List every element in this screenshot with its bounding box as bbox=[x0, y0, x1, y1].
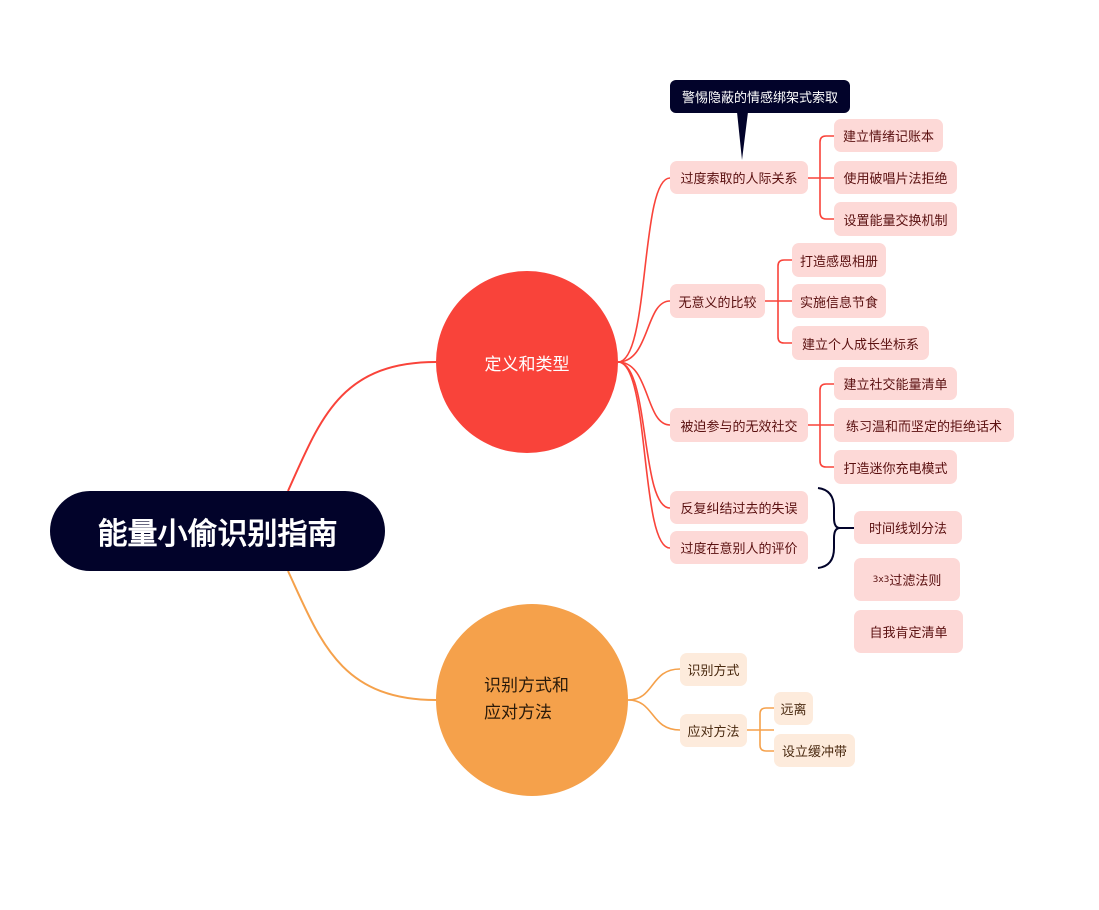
topic-node[interactable]: 过度在意别人的评价 bbox=[670, 531, 808, 564]
subtopic-node[interactable]: 实施信息节食 bbox=[792, 284, 886, 318]
topic-node[interactable]: 无意义的比较 bbox=[670, 284, 765, 318]
summary-label: 自我肯定清单 bbox=[869, 626, 948, 641]
root-topic[interactable]: 能量小偷识别指南 bbox=[50, 491, 385, 571]
subtopic-node[interactable]: 打造迷你充电模式 bbox=[834, 450, 957, 484]
subtopic-node[interactable]: 设立缓冲带 bbox=[774, 734, 855, 767]
subtopic-node[interactable]: 建立情绪记账本 bbox=[834, 119, 943, 152]
subtopic-node[interactable]: 远离 bbox=[774, 692, 813, 725]
subtopic-node[interactable]: 建立个人成长坐标系 bbox=[792, 326, 929, 360]
topic-node[interactable]: 过度索取的人际关系 bbox=[670, 161, 808, 194]
summary-label: 时间线划分法 bbox=[868, 522, 947, 537]
subtopic-node[interactable]: 使用破唱片法拒绝 bbox=[834, 161, 957, 194]
branch-identify-respond[interactable]: 识别方式和应对方法 bbox=[436, 604, 628, 796]
summary-node[interactable]: 时间线划分法 bbox=[854, 511, 962, 544]
subtopic-node[interactable]: 练习温和而坚定的拒绝话术 bbox=[834, 408, 1014, 442]
branch-label-line1: 识别方式和 bbox=[484, 676, 569, 696]
branch-label-line2: 应对方法 bbox=[484, 703, 552, 723]
summary-prefix: 3x3 bbox=[872, 574, 890, 585]
summary-label: 过滤法则 bbox=[889, 574, 942, 589]
subtopic-node[interactable]: 建立社交能量清单 bbox=[834, 367, 957, 400]
topic-node[interactable]: 反复纠结过去的失误 bbox=[670, 491, 808, 524]
subtopic-node[interactable]: 设置能量交换机制 bbox=[834, 202, 957, 236]
topic-node[interactable]: 被迫参与的无效社交 bbox=[670, 408, 808, 442]
branch-definition-types[interactable]: 定义和类型 bbox=[436, 271, 618, 453]
topic-node[interactable]: 应对方法 bbox=[680, 714, 747, 747]
callout-note[interactable]: 警惕隐蔽的情感绑架式索取 bbox=[670, 80, 850, 113]
subtopic-node[interactable]: 打造感恩相册 bbox=[792, 243, 886, 277]
summary-node[interactable]: 自我肯定清单 bbox=[854, 610, 963, 653]
topic-node[interactable]: 识别方式 bbox=[680, 653, 747, 686]
